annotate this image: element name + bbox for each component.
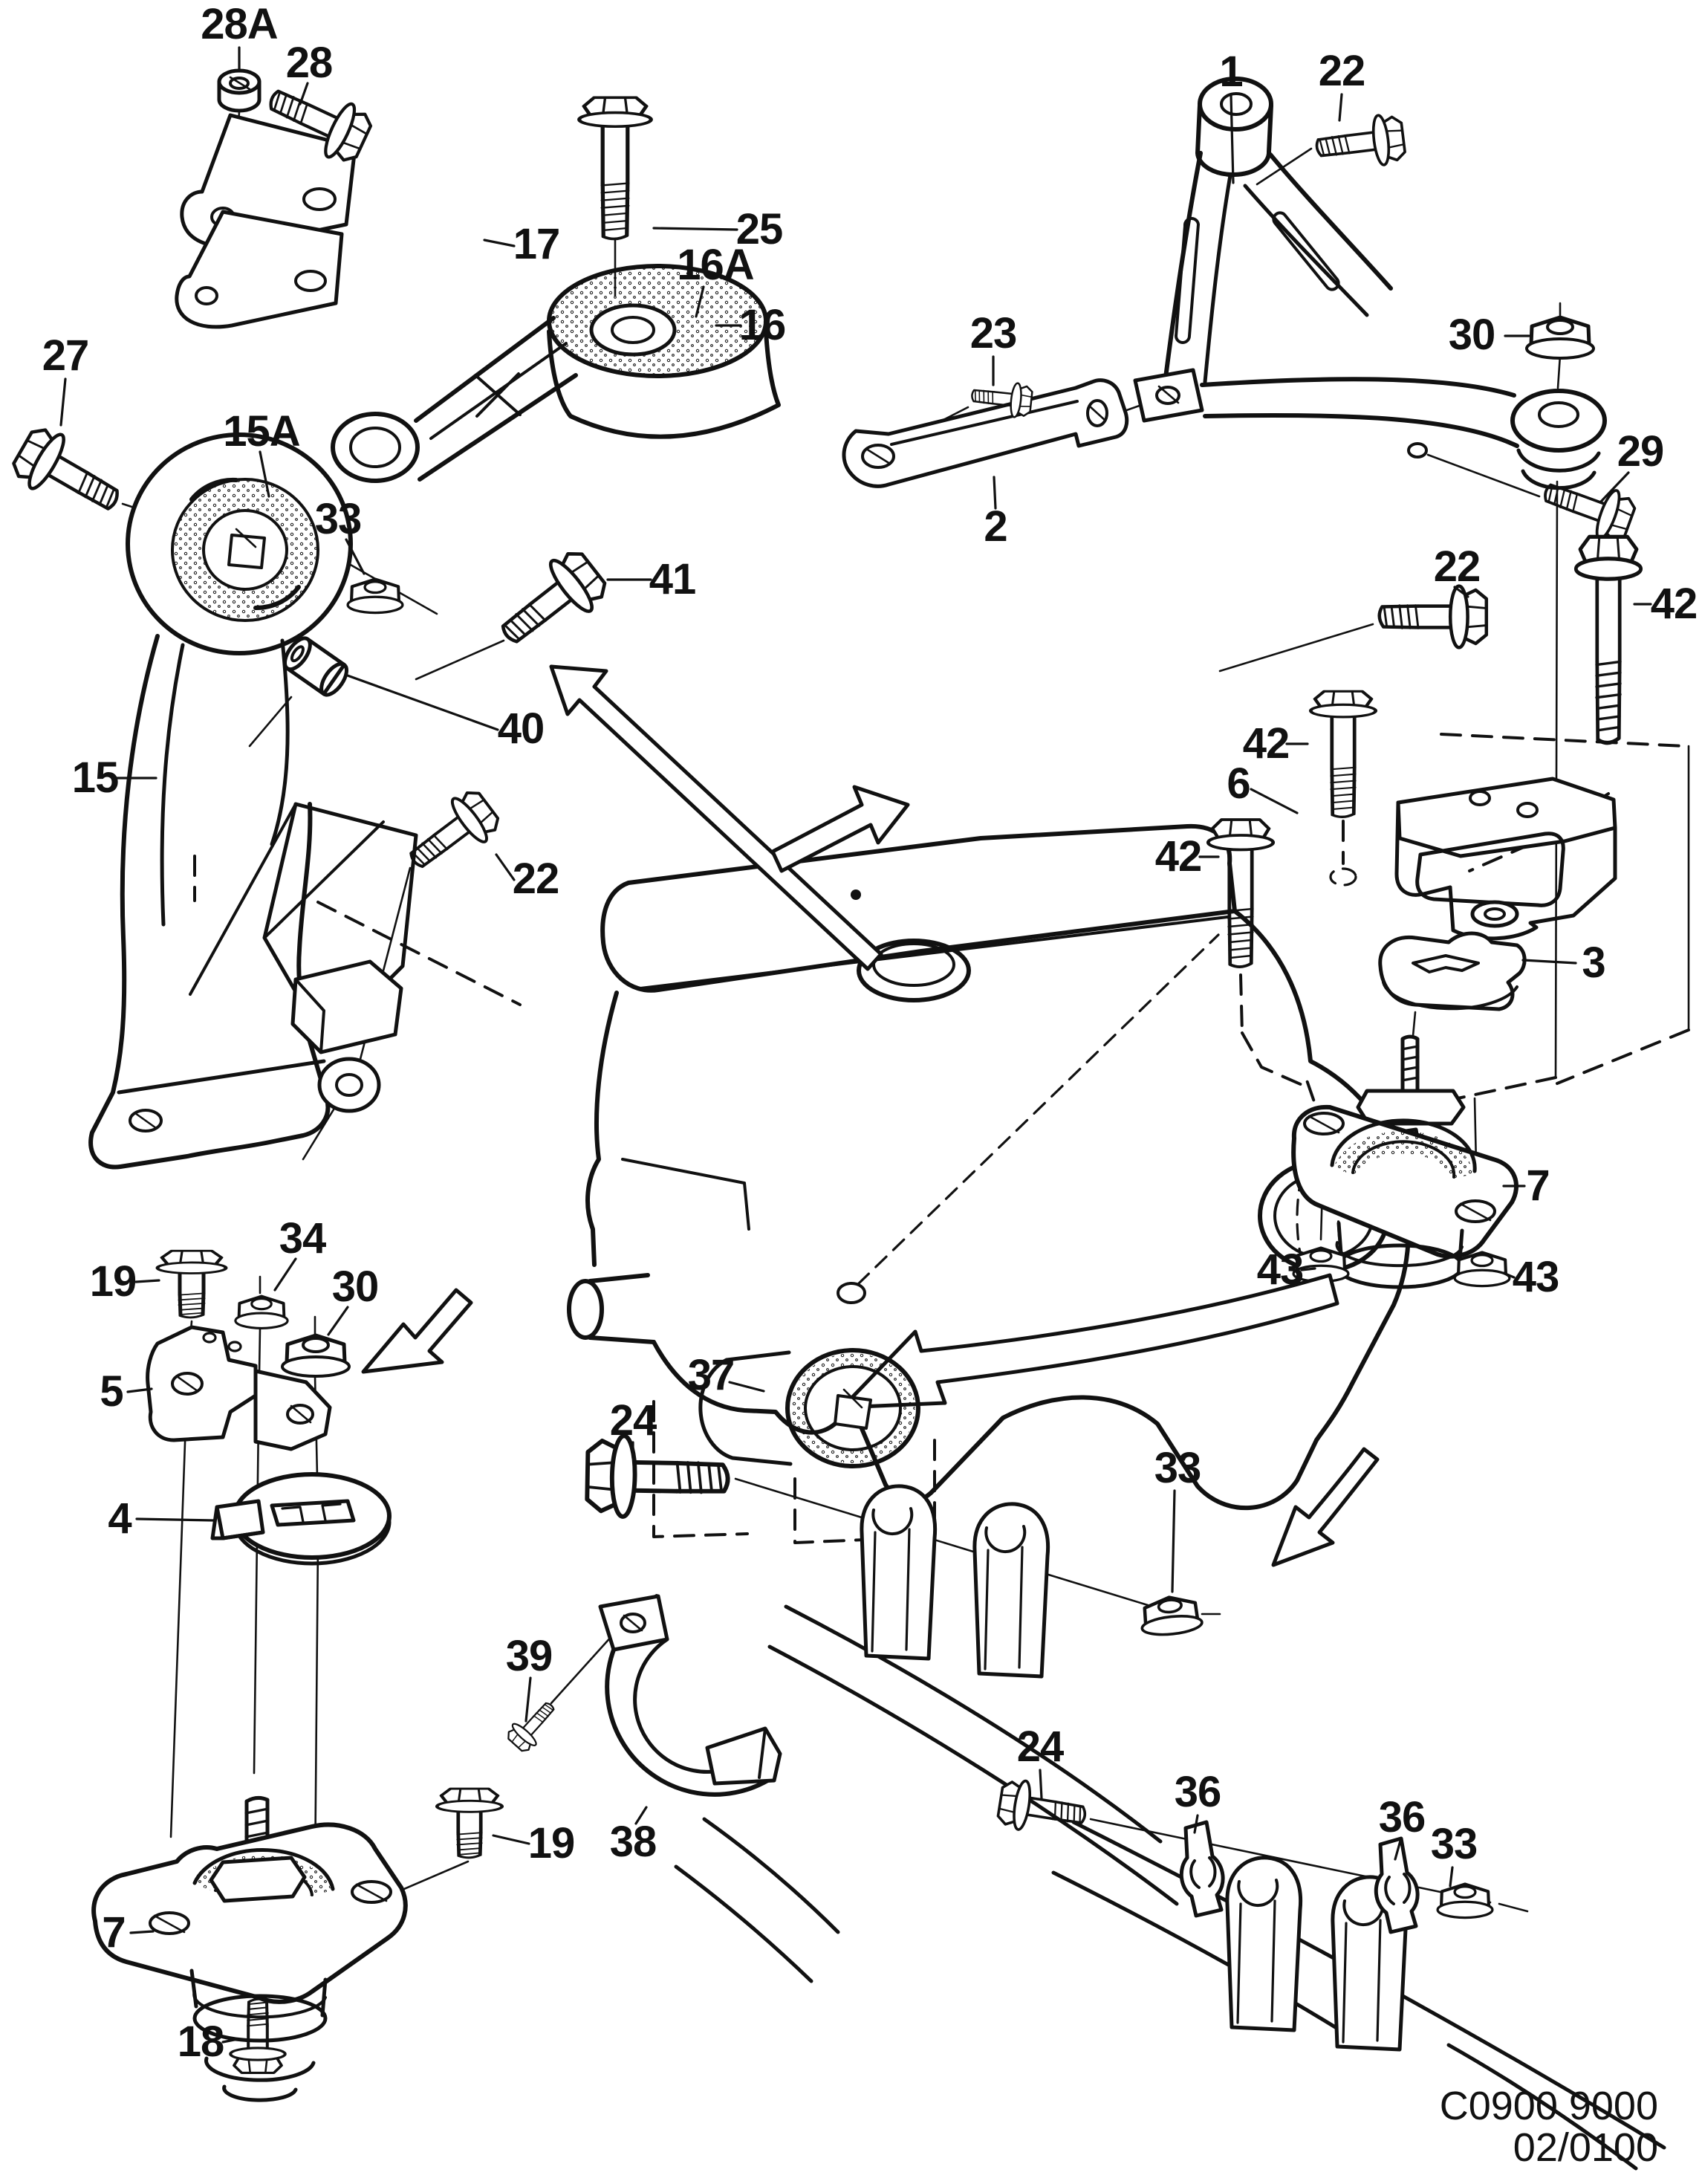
damper-plate-4 xyxy=(210,1472,392,1566)
callout-40: 40 xyxy=(498,704,545,753)
mount-arm-1 xyxy=(1133,77,1607,490)
oil-cap xyxy=(857,939,971,1002)
arrow-curved-to-bushing xyxy=(840,1273,1339,1410)
callout-43-right: 43 xyxy=(1513,1253,1559,1301)
nut-33-center xyxy=(1139,1594,1203,1637)
bolt-22-top-right xyxy=(1312,111,1408,175)
callout-25: 25 xyxy=(736,205,783,253)
callout-19-upper: 19 xyxy=(90,1257,137,1306)
bolt-24-upper xyxy=(587,1435,729,1518)
callout-41: 41 xyxy=(649,555,696,603)
arrow-up-left xyxy=(549,664,883,971)
pedestal-bracket-b xyxy=(975,1504,1048,1676)
callout-30-lower: 30 xyxy=(332,1263,379,1311)
callout-43-left: 43 xyxy=(1257,1245,1304,1294)
callout-28: 28 xyxy=(286,39,333,87)
callout-3: 3 xyxy=(1582,939,1605,987)
arrow-down-left xyxy=(361,1288,473,1374)
direction-arrows xyxy=(361,664,1380,1567)
torque-rod-16 xyxy=(331,264,781,483)
callout-4: 4 xyxy=(108,1494,131,1543)
bolt-18 xyxy=(230,1999,285,2073)
nut-34 xyxy=(233,1294,290,1330)
callout-23: 23 xyxy=(970,309,1017,357)
callout-33-center: 33 xyxy=(1154,1444,1201,1492)
callout-1: 1 xyxy=(1219,48,1242,96)
callout-22-top-right: 22 xyxy=(1319,47,1365,95)
callout-27: 27 xyxy=(42,331,89,380)
callout-39: 39 xyxy=(506,1632,553,1680)
clamp-38 xyxy=(598,1594,782,1797)
callout-24-lower: 24 xyxy=(1017,1723,1064,1771)
callout-28a: 28A xyxy=(201,0,278,48)
bolt-22-mid-right xyxy=(1380,586,1487,648)
washer-28a xyxy=(217,68,262,113)
bracket-5 xyxy=(146,1325,332,1451)
callout-16a: 16A xyxy=(677,241,754,289)
heat-shield-3 xyxy=(1378,931,1527,1011)
callout-36-right: 36 xyxy=(1379,1793,1426,1841)
callout-42-lower: 42 xyxy=(1155,832,1202,881)
nut-33-bottom-right xyxy=(1438,1885,1493,1918)
callout-36-left: 36 xyxy=(1175,1768,1221,1816)
bracket-17 xyxy=(175,113,357,329)
nut-30-lower xyxy=(282,1335,349,1376)
callout-15: 15 xyxy=(72,754,119,802)
hidden-hole xyxy=(1329,867,1357,887)
callout-labels: 28A 28 17 25 16A 16 1 22 23 2 30 29 22 4… xyxy=(42,0,1698,2066)
engine-mount-7-right xyxy=(1291,1034,1519,1289)
callout-7-right: 7 xyxy=(1526,1161,1549,1210)
bolt-19-upper xyxy=(157,1251,226,1318)
spacer-40 xyxy=(283,636,348,697)
nut-33-left xyxy=(348,580,403,613)
bolt-25 xyxy=(579,97,652,239)
callout-42-far-right: 42 xyxy=(1651,580,1698,628)
pedestal-bracket-c xyxy=(1227,1858,1301,2030)
callout-19-lower: 19 xyxy=(528,1819,575,1867)
strap-2 xyxy=(842,378,1129,488)
callout-30-top: 30 xyxy=(1449,311,1495,359)
nut-30-top-right xyxy=(1527,317,1594,358)
callout-22-mid-right: 22 xyxy=(1434,542,1481,591)
revision-code: 02/0100 xyxy=(1513,2125,1658,2170)
engine-mount-7-left xyxy=(91,1795,408,2102)
bolt-42-far-right xyxy=(1576,537,1640,742)
bolt-41 xyxy=(488,544,613,661)
bolt-42-lower xyxy=(1208,820,1273,967)
drawing-code: C0900 9000 xyxy=(1440,2084,1658,2128)
shim-clip-36-left xyxy=(1181,1822,1223,1916)
callout-34: 34 xyxy=(279,1214,326,1263)
callout-16: 16 xyxy=(739,301,786,349)
callout-42-upper: 42 xyxy=(1243,719,1290,768)
arrow-curved-to-rail xyxy=(1271,1447,1380,1567)
bushing-37 xyxy=(698,1348,920,1468)
callout-38: 38 xyxy=(610,1818,657,1866)
callout-2: 2 xyxy=(984,502,1007,551)
bracket-6 xyxy=(1394,777,1617,941)
callout-22-left: 22 xyxy=(513,855,559,903)
drawing-footer: C0900 9000 02/0100 xyxy=(1440,2084,1658,2170)
callout-5: 5 xyxy=(100,1367,123,1416)
bolt-42-upper xyxy=(1310,691,1375,817)
callout-6: 6 xyxy=(1227,759,1250,808)
callout-33-bottom: 33 xyxy=(1431,1820,1478,1868)
bolt-39 xyxy=(502,1694,564,1756)
callout-37: 37 xyxy=(688,1351,735,1399)
bracket-15 xyxy=(88,432,418,1170)
callout-18: 18 xyxy=(178,2018,224,2066)
leader-lines xyxy=(59,46,1652,2044)
callout-17: 17 xyxy=(513,220,560,268)
callout-15a: 15A xyxy=(223,407,300,456)
pedestal-bracket-a xyxy=(862,1486,935,1659)
callout-29: 29 xyxy=(1617,427,1664,476)
arrow-right xyxy=(770,785,910,873)
nut-43-right xyxy=(1455,1253,1510,1286)
callout-7-left: 7 xyxy=(102,1908,125,1957)
callout-24-upper: 24 xyxy=(610,1396,657,1445)
bolt-19-lower xyxy=(437,1789,501,1858)
callout-33-left: 33 xyxy=(315,495,362,543)
bolt-27 xyxy=(7,421,131,528)
